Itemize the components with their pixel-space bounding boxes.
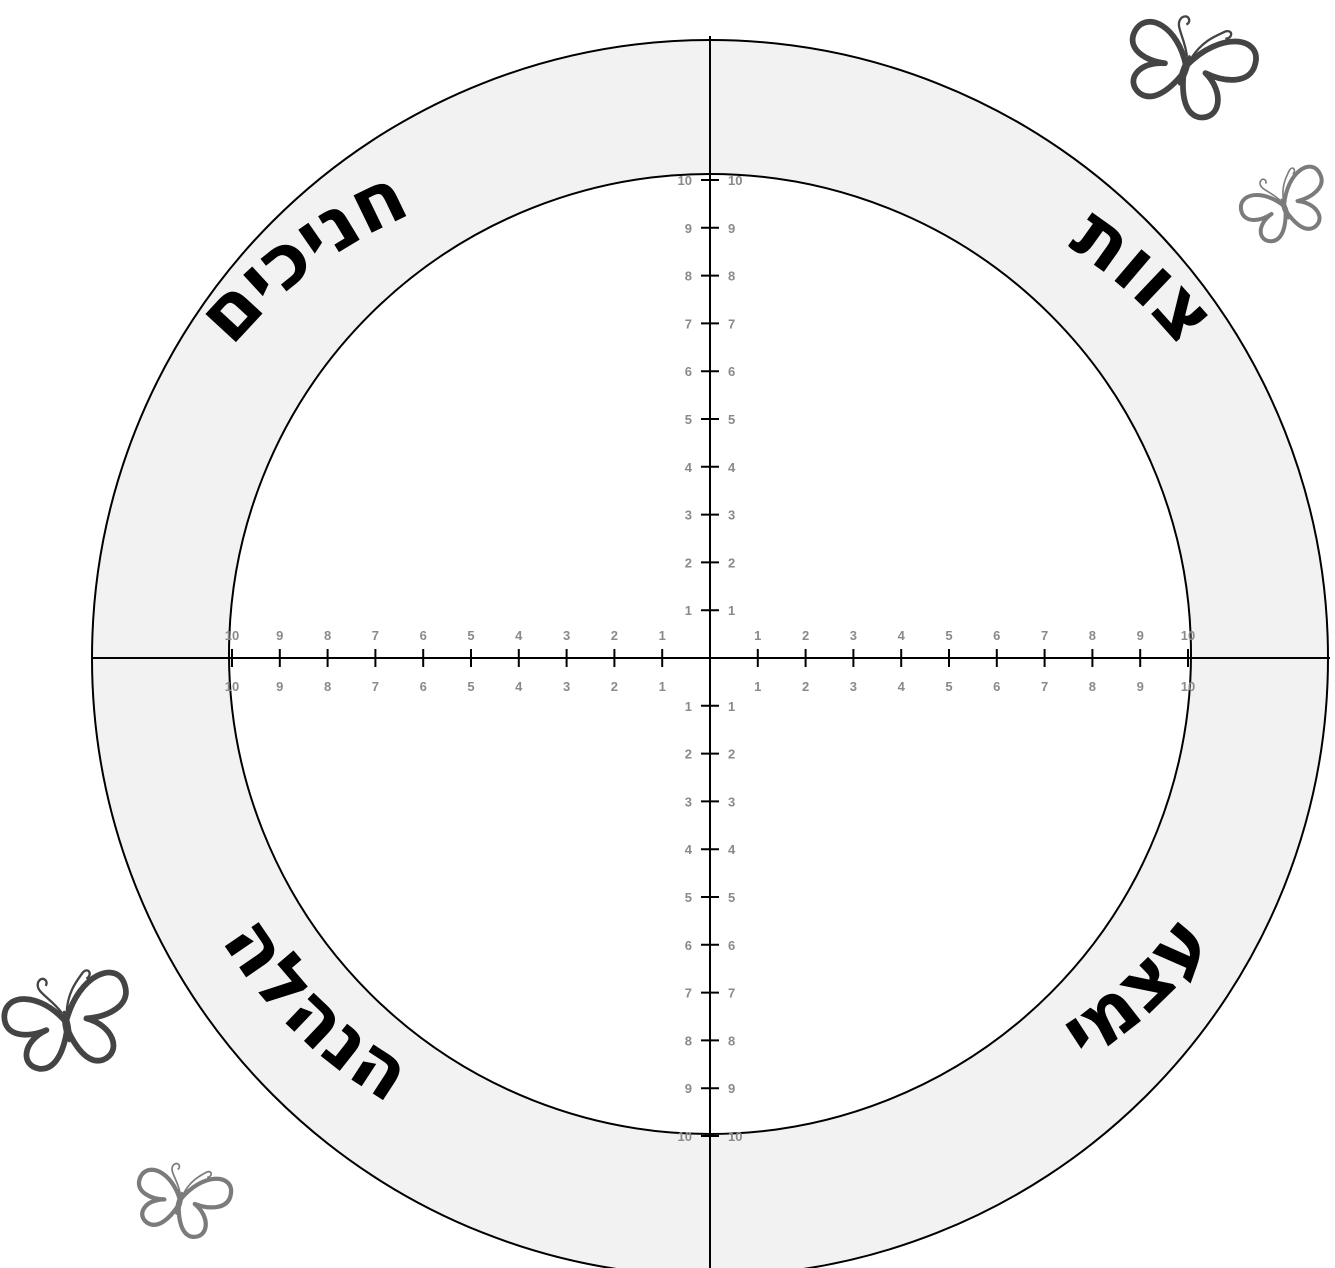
tick-label: 10 bbox=[678, 1129, 692, 1144]
tick-label: 4 bbox=[898, 628, 906, 643]
tick-label: 3 bbox=[563, 679, 570, 694]
tick-label: 10 bbox=[728, 1129, 742, 1144]
tick-label: 10 bbox=[225, 679, 239, 694]
tick-label: 10 bbox=[678, 173, 692, 188]
tick-label: 5 bbox=[728, 412, 735, 427]
tick-label: 3 bbox=[728, 794, 735, 809]
tick-label: 8 bbox=[1089, 628, 1096, 643]
tick-label: 8 bbox=[685, 269, 692, 284]
tick-label: 1 bbox=[685, 603, 692, 618]
tick-label: 10 bbox=[1181, 679, 1195, 694]
tick-label: 5 bbox=[685, 412, 692, 427]
tick-label: 6 bbox=[685, 938, 692, 953]
tick-label: 9 bbox=[276, 628, 283, 643]
tick-label: 8 bbox=[1089, 679, 1096, 694]
tick-label: 9 bbox=[1137, 628, 1144, 643]
tick-label: 6 bbox=[420, 679, 427, 694]
tick-label: 1 bbox=[659, 679, 666, 694]
tick-label: 4 bbox=[515, 628, 523, 643]
tick-label: 5 bbox=[945, 628, 952, 643]
tick-label: 2 bbox=[685, 747, 692, 762]
tick-label: 8 bbox=[324, 628, 331, 643]
tick-label: 2 bbox=[611, 628, 618, 643]
tick-label: 1 bbox=[728, 699, 735, 714]
tick-label: 8 bbox=[728, 269, 735, 284]
tick-label: 5 bbox=[685, 890, 692, 905]
tick-label: 6 bbox=[685, 364, 692, 379]
tick-label: 2 bbox=[728, 555, 735, 570]
tick-label: 1 bbox=[754, 628, 761, 643]
tick-label: 7 bbox=[372, 679, 379, 694]
tick-label: 4 bbox=[685, 842, 693, 857]
tick-label: 7 bbox=[728, 316, 735, 331]
tick-label: 2 bbox=[802, 679, 809, 694]
tick-label: 4 bbox=[515, 679, 523, 694]
tick-label: 9 bbox=[685, 1081, 692, 1096]
tick-label: 2 bbox=[728, 747, 735, 762]
tick-label: 6 bbox=[993, 679, 1000, 694]
tick-label: 2 bbox=[802, 628, 809, 643]
tick-label: 4 bbox=[685, 460, 693, 475]
tick-label: 5 bbox=[467, 679, 474, 694]
butterfly-icon bbox=[1114, 1, 1262, 129]
tick-label: 6 bbox=[728, 364, 735, 379]
tick-label: 2 bbox=[685, 555, 692, 570]
tick-label: 5 bbox=[467, 628, 474, 643]
butterfly-icon bbox=[1233, 160, 1335, 249]
tick-label: 3 bbox=[850, 628, 857, 643]
tick-label: 8 bbox=[728, 1033, 735, 1048]
tick-label: 2 bbox=[611, 679, 618, 694]
tick-label: 8 bbox=[685, 1033, 692, 1048]
tick-label: 8 bbox=[324, 679, 331, 694]
tick-label: 9 bbox=[728, 1081, 735, 1096]
tick-label: 1 bbox=[754, 679, 761, 694]
butterfly-icon bbox=[129, 1155, 235, 1244]
tick-label: 3 bbox=[850, 679, 857, 694]
tick-label: 7 bbox=[1041, 628, 1048, 643]
tick-label: 4 bbox=[728, 460, 736, 475]
butterfly-icon bbox=[0, 964, 137, 1075]
tick-label: 4 bbox=[898, 679, 906, 694]
tick-label: 4 bbox=[728, 842, 736, 857]
tick-label: 3 bbox=[563, 628, 570, 643]
tick-label: 3 bbox=[685, 508, 692, 523]
tick-label: 1 bbox=[728, 603, 735, 618]
tick-label: 9 bbox=[728, 221, 735, 236]
tick-label: 6 bbox=[728, 938, 735, 953]
tick-label: 6 bbox=[993, 628, 1000, 643]
tick-label: 3 bbox=[685, 794, 692, 809]
tick-label: 1 bbox=[685, 699, 692, 714]
tick-label: 7 bbox=[685, 986, 692, 1001]
tick-label: 9 bbox=[276, 679, 283, 694]
tick-label: 10 bbox=[1181, 628, 1195, 643]
tick-label: 7 bbox=[372, 628, 379, 643]
tick-label: 5 bbox=[728, 890, 735, 905]
tick-label: 1 bbox=[659, 628, 666, 643]
tick-label: 10 bbox=[225, 628, 239, 643]
tick-label: 9 bbox=[685, 221, 692, 236]
tick-label: 7 bbox=[1041, 679, 1048, 694]
tick-label: 6 bbox=[420, 628, 427, 643]
tick-label: 9 bbox=[1137, 679, 1144, 694]
tick-label: 3 bbox=[728, 508, 735, 523]
tick-label: 7 bbox=[685, 316, 692, 331]
tick-label: 7 bbox=[728, 986, 735, 1001]
tick-label: 10 bbox=[728, 173, 742, 188]
tick-label: 5 bbox=[945, 679, 952, 694]
